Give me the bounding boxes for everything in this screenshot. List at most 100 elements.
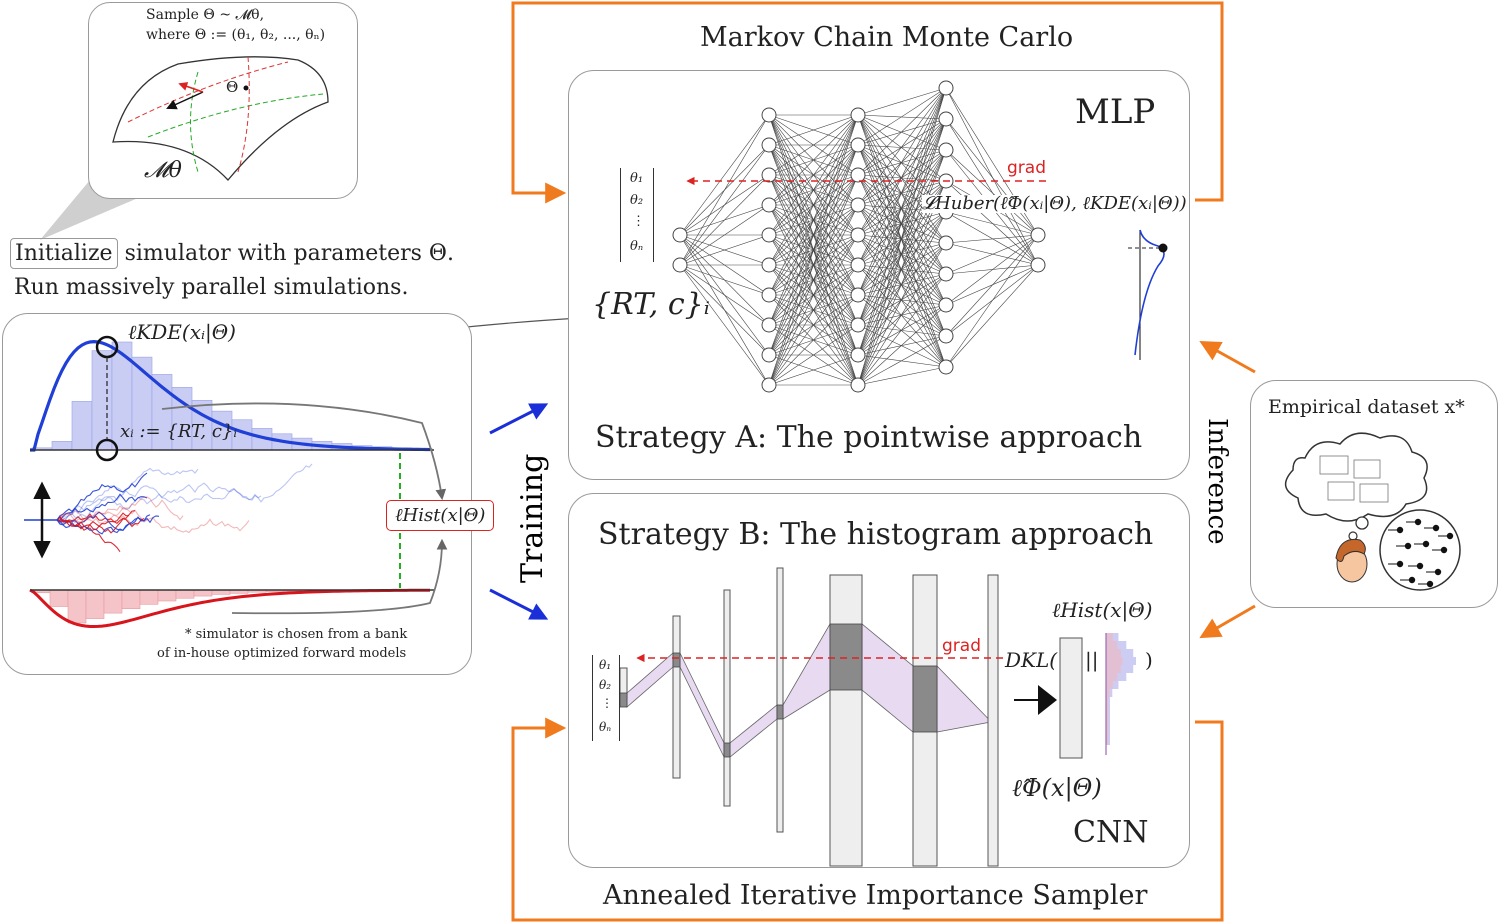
cnn-receptive-field — [912, 665, 938, 733]
mlp-node — [850, 137, 866, 153]
mlp-edge — [768, 234, 859, 386]
mlp-edge — [768, 114, 859, 326]
trajectory — [56, 505, 250, 534]
mlp-node — [850, 257, 866, 273]
manifold-symbol: 𝓜θ — [144, 158, 182, 183]
mlp-node — [850, 347, 866, 363]
mlp-edge — [945, 264, 1039, 275]
mlp-node — [761, 227, 777, 243]
mlp-edge — [857, 304, 947, 386]
mlp-edge — [857, 87, 947, 236]
hist-bar-red — [49, 589, 69, 607]
mlp-edge — [857, 174, 947, 337]
trajectory — [56, 510, 139, 527]
mlp-edge — [768, 114, 859, 356]
cnn-output-vector — [1059, 637, 1083, 759]
manifold-where-line: where Θ := (θ₁, θ₂, ..., θₙ) — [146, 27, 326, 43]
theta-vector-a: θ₁ θ₂ ⋮ θₙ — [620, 168, 654, 262]
mlp-edge — [857, 144, 947, 306]
mlp-edge — [945, 234, 1039, 337]
mlp-edge — [768, 294, 859, 386]
empirical-dataset-label: Empirical dataset x* — [1268, 396, 1465, 418]
cnn-layer — [776, 567, 784, 833]
mlp-edge — [857, 234, 947, 244]
mlp-edge — [857, 264, 947, 337]
dkl-hist-bar-red — [1106, 641, 1118, 649]
hist-bar-red — [157, 589, 177, 602]
init-line-1: Initialize simulator with parameters Θ. — [10, 238, 454, 269]
cnn-layer — [672, 615, 681, 779]
dkl-hist-bar-red — [1106, 633, 1113, 641]
mlp-edge — [945, 149, 1039, 236]
mlp-edge — [857, 174, 947, 244]
sample-marker — [95, 438, 119, 462]
mlp-node — [761, 257, 777, 273]
mlp-edge — [945, 118, 1039, 266]
theta-vector-b: θ₁ θ₂ ⋮ θₙ — [592, 655, 620, 741]
trajectory — [56, 514, 151, 535]
inference-arrow-top — [1199, 340, 1256, 374]
mlp-edge — [679, 114, 770, 266]
mlp-edge — [857, 114, 947, 275]
top-hist-connector — [161, 402, 447, 501]
hist-bar-red — [103, 589, 123, 614]
mlp-edge — [857, 204, 947, 275]
mlp-edge — [857, 204, 947, 337]
mlp-edge — [945, 264, 1039, 368]
mlp-edge — [857, 87, 947, 386]
manifold-sample-line: Sample Θ ~ 𝓜θ, — [146, 7, 265, 23]
mlp-edge — [857, 264, 947, 368]
mlp-edge — [857, 273, 947, 386]
mlp-edge — [679, 264, 770, 326]
mlp-node — [938, 266, 954, 282]
mlp-edge — [857, 144, 947, 182]
cnn-output-arrowhead — [1038, 685, 1057, 715]
mlp-node — [761, 347, 777, 363]
hist-bar-red — [121, 589, 141, 610]
grad-label-a: grad — [1007, 158, 1046, 178]
cnn-receptive-field — [672, 652, 681, 668]
cnn-receptive-field — [619, 692, 628, 708]
mlp-edge — [768, 114, 859, 386]
mlp-edge — [679, 264, 770, 356]
trajectory — [56, 467, 199, 522]
dkl-separator: || — [1085, 648, 1099, 672]
mlp-edge — [945, 118, 1039, 236]
dkl-hist-bar-red — [1106, 729, 1109, 737]
dkl-hist-bar-red — [1106, 665, 1121, 673]
cnn-projection — [729, 704, 778, 758]
mlp-node — [850, 287, 866, 303]
training-arrow-bottom — [489, 588, 549, 620]
mlp-node — [1030, 227, 1046, 243]
mlp-edge — [857, 366, 947, 386]
mlp-edge — [857, 242, 947, 266]
manifold-drawing — [112, 56, 329, 181]
trajectory — [56, 493, 148, 521]
initialize-keyword: Initialize — [10, 238, 118, 269]
mlp-edge — [857, 144, 947, 244]
hist-bar-red — [139, 589, 159, 605]
hist-target-label: ℓHist(x|Θ) — [1052, 598, 1153, 622]
mlp-node — [938, 80, 954, 96]
mlp-node — [761, 197, 777, 213]
mlp-node — [1030, 257, 1046, 273]
mlp-edge — [857, 87, 947, 326]
mlp-edge — [768, 324, 859, 386]
mlp-edge — [857, 335, 947, 356]
mlp-edge — [768, 174, 859, 386]
mlp-network — [672, 80, 1168, 393]
mlp-edge — [945, 234, 1039, 244]
mlp-edge — [945, 234, 1039, 368]
dkl-hist-bar-red — [1106, 681, 1113, 689]
trajectory — [56, 463, 313, 525]
mlp-edge — [679, 264, 770, 296]
mlp-edge — [857, 204, 947, 368]
mlp-edge — [857, 87, 947, 296]
mlp-edge — [857, 87, 947, 356]
mlp-node — [850, 227, 866, 243]
mlp-edge — [857, 304, 947, 326]
mlp-node — [761, 137, 777, 153]
mlp-node — [850, 167, 866, 183]
manifold-panel — [88, 2, 358, 199]
